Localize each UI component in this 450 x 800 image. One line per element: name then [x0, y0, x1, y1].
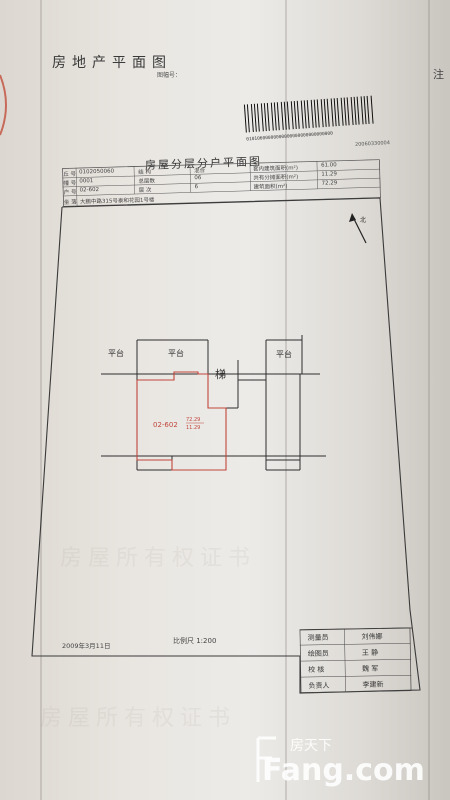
- scale-label: 比例尺 1:200: [173, 637, 217, 645]
- barcode-bar: [263, 103, 267, 132]
- stamp-fragment: [0, 74, 7, 136]
- platform-label: 平台: [168, 348, 184, 358]
- fang-watermark: 房天下 Fang.com: [250, 728, 440, 788]
- barcode-bar: [370, 95, 374, 124]
- fold-line: [285, 0, 287, 800]
- barcode-bar: [270, 102, 274, 131]
- fold-line: [428, 0, 430, 800]
- barcode-bar: [260, 103, 264, 132]
- barcode-bar: [353, 96, 357, 125]
- signature-name: 王 静: [361, 648, 379, 658]
- barcode-bar: [316, 99, 320, 128]
- barcode-bar: [333, 98, 337, 127]
- fold-line: [40, 0, 42, 800]
- signature-table: 测量员 刘伟娜 绘图员 王 静 校 核 魏 军 负责人 李建新: [299, 627, 430, 694]
- unit-area-bottom: 11.29: [186, 425, 200, 431]
- barcode-bar: [323, 98, 327, 127]
- platform-label: 平台: [276, 349, 292, 359]
- barcode-bar: [256, 103, 260, 132]
- barcode-bar: [290, 101, 294, 130]
- barcode-bar: [273, 102, 277, 131]
- barcode-bar: [360, 96, 364, 125]
- signature-role: 绘图员: [307, 649, 329, 658]
- signature-name: 李建新: [362, 680, 384, 690]
- barcode-bar: [253, 103, 257, 132]
- document-title: 房地产平面图: [52, 55, 172, 71]
- unit-area-top: 72.29: [186, 417, 200, 423]
- barcode-bar: [336, 98, 340, 127]
- barcode-bar: [340, 97, 344, 126]
- barcode-bar: [346, 97, 350, 126]
- signature-role: 校 核: [308, 665, 325, 674]
- barcode-bar: [310, 99, 314, 128]
- unit-outline: [136, 371, 227, 471]
- barcode-bar: [283, 101, 287, 130]
- signature-name: 魏 军: [362, 664, 379, 674]
- barcode-bar: [286, 101, 290, 130]
- document-date: 2009年3月11日: [62, 642, 111, 650]
- barcode-bar: [293, 101, 297, 130]
- barcode-bar: [300, 100, 304, 129]
- watermark-cn: 房天下: [290, 738, 332, 754]
- barcode-bar: [280, 101, 284, 130]
- barcode-bar: [246, 104, 250, 133]
- barcode-bar: [330, 98, 334, 127]
- drawing-number-label: 图幅号：: [157, 72, 182, 79]
- show-through-text: 房屋所有权证书: [40, 706, 237, 731]
- barcode-bar: [356, 96, 360, 125]
- barcode-bar: [363, 96, 367, 125]
- signature-name: 刘伟娜: [361, 632, 383, 642]
- stair-label: 梯: [215, 368, 226, 381]
- barcode-bar: [366, 95, 370, 124]
- signature-role: 负责人: [308, 681, 330, 690]
- barcode-bar: [266, 102, 270, 131]
- unit-number: 02-602: [153, 421, 178, 429]
- barcode-bar: [303, 100, 307, 129]
- show-through-text: 房屋所有权证书: [60, 546, 257, 571]
- barcode-bar: [320, 99, 324, 128]
- barcode-bar: [350, 97, 354, 126]
- platform-label: 平台: [108, 348, 124, 358]
- barcode-bar: [306, 100, 310, 129]
- barcode-bar: [276, 102, 280, 131]
- info-table: 丘 号 0102050060 结 构 混合 套内建筑面积(m²) 61.00 幢…: [62, 159, 381, 207]
- barcode-bar: [326, 98, 330, 127]
- barcode-bar: [296, 100, 300, 129]
- north-label: 北: [360, 216, 366, 224]
- signature-role: 测量员: [307, 633, 329, 642]
- barcode-bar: [313, 99, 317, 128]
- barcode-bar: [243, 104, 247, 133]
- watermark-en: Fang.com: [262, 753, 425, 788]
- side-note: 注: [433, 68, 444, 81]
- barcode-bar: [343, 97, 347, 126]
- barcode-bar: [250, 104, 254, 133]
